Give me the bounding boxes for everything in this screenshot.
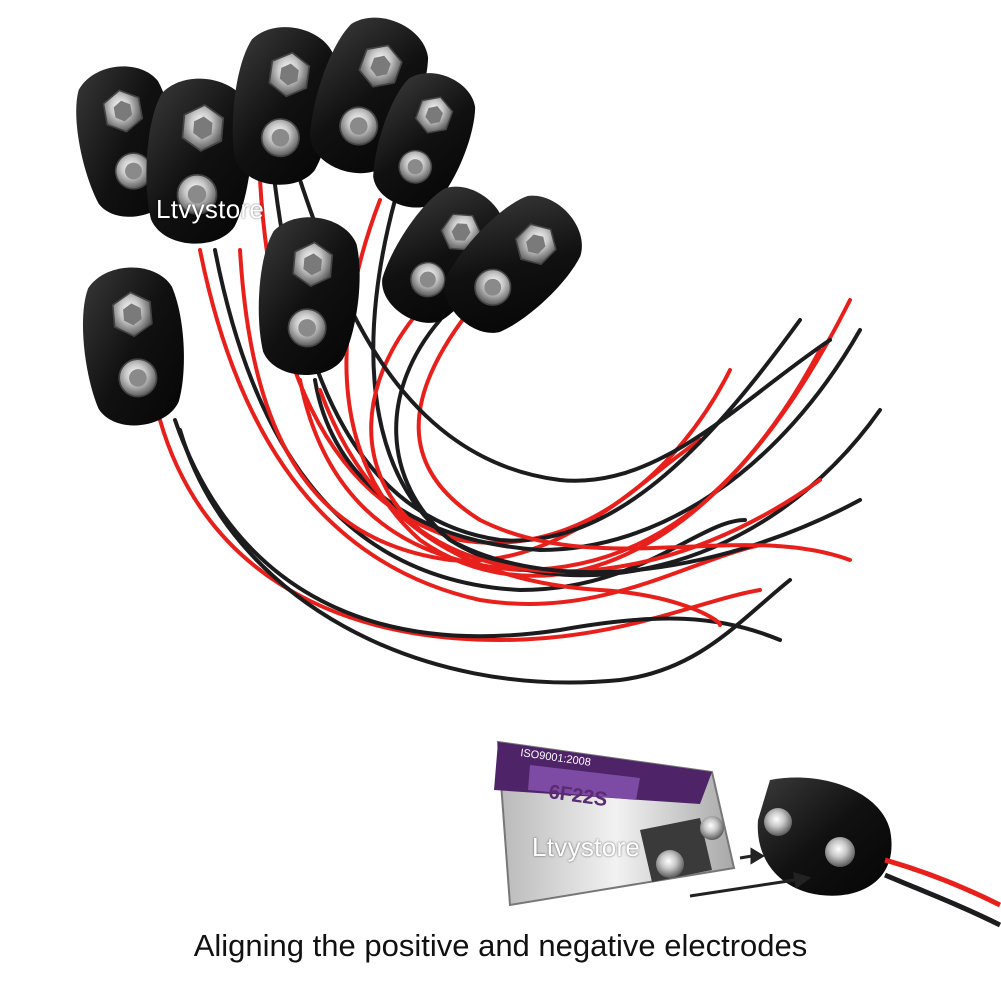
wire: [416, 308, 852, 562]
arrow-icon: [689, 847, 812, 898]
battery-clip: [232, 27, 336, 185]
watermark-top: Ltvystore: [156, 194, 265, 224]
wire: [213, 248, 747, 593]
caption: Aligning the positive and negative elect…: [193, 928, 808, 963]
battery-terminal-hex: [656, 850, 684, 878]
battery-clip: [146, 78, 252, 244]
battery-clip: [258, 217, 360, 376]
wire: [198, 248, 762, 606]
wire: [178, 428, 792, 685]
battery-clip: [444, 195, 582, 333]
wire: [318, 388, 722, 627]
battery-illustration: 6F22S ISO9001:2008: [494, 740, 1001, 928]
battery-clip: [373, 73, 476, 208]
watermark-bottom: Ltvystore: [532, 832, 641, 862]
wire: [313, 328, 862, 553]
battery-clip: [82, 267, 184, 426]
wire: [173, 418, 782, 642]
wire: [394, 318, 862, 575]
wire: [158, 418, 762, 643]
battery-terminal-round: [700, 816, 724, 840]
clips: [76, 17, 582, 426]
